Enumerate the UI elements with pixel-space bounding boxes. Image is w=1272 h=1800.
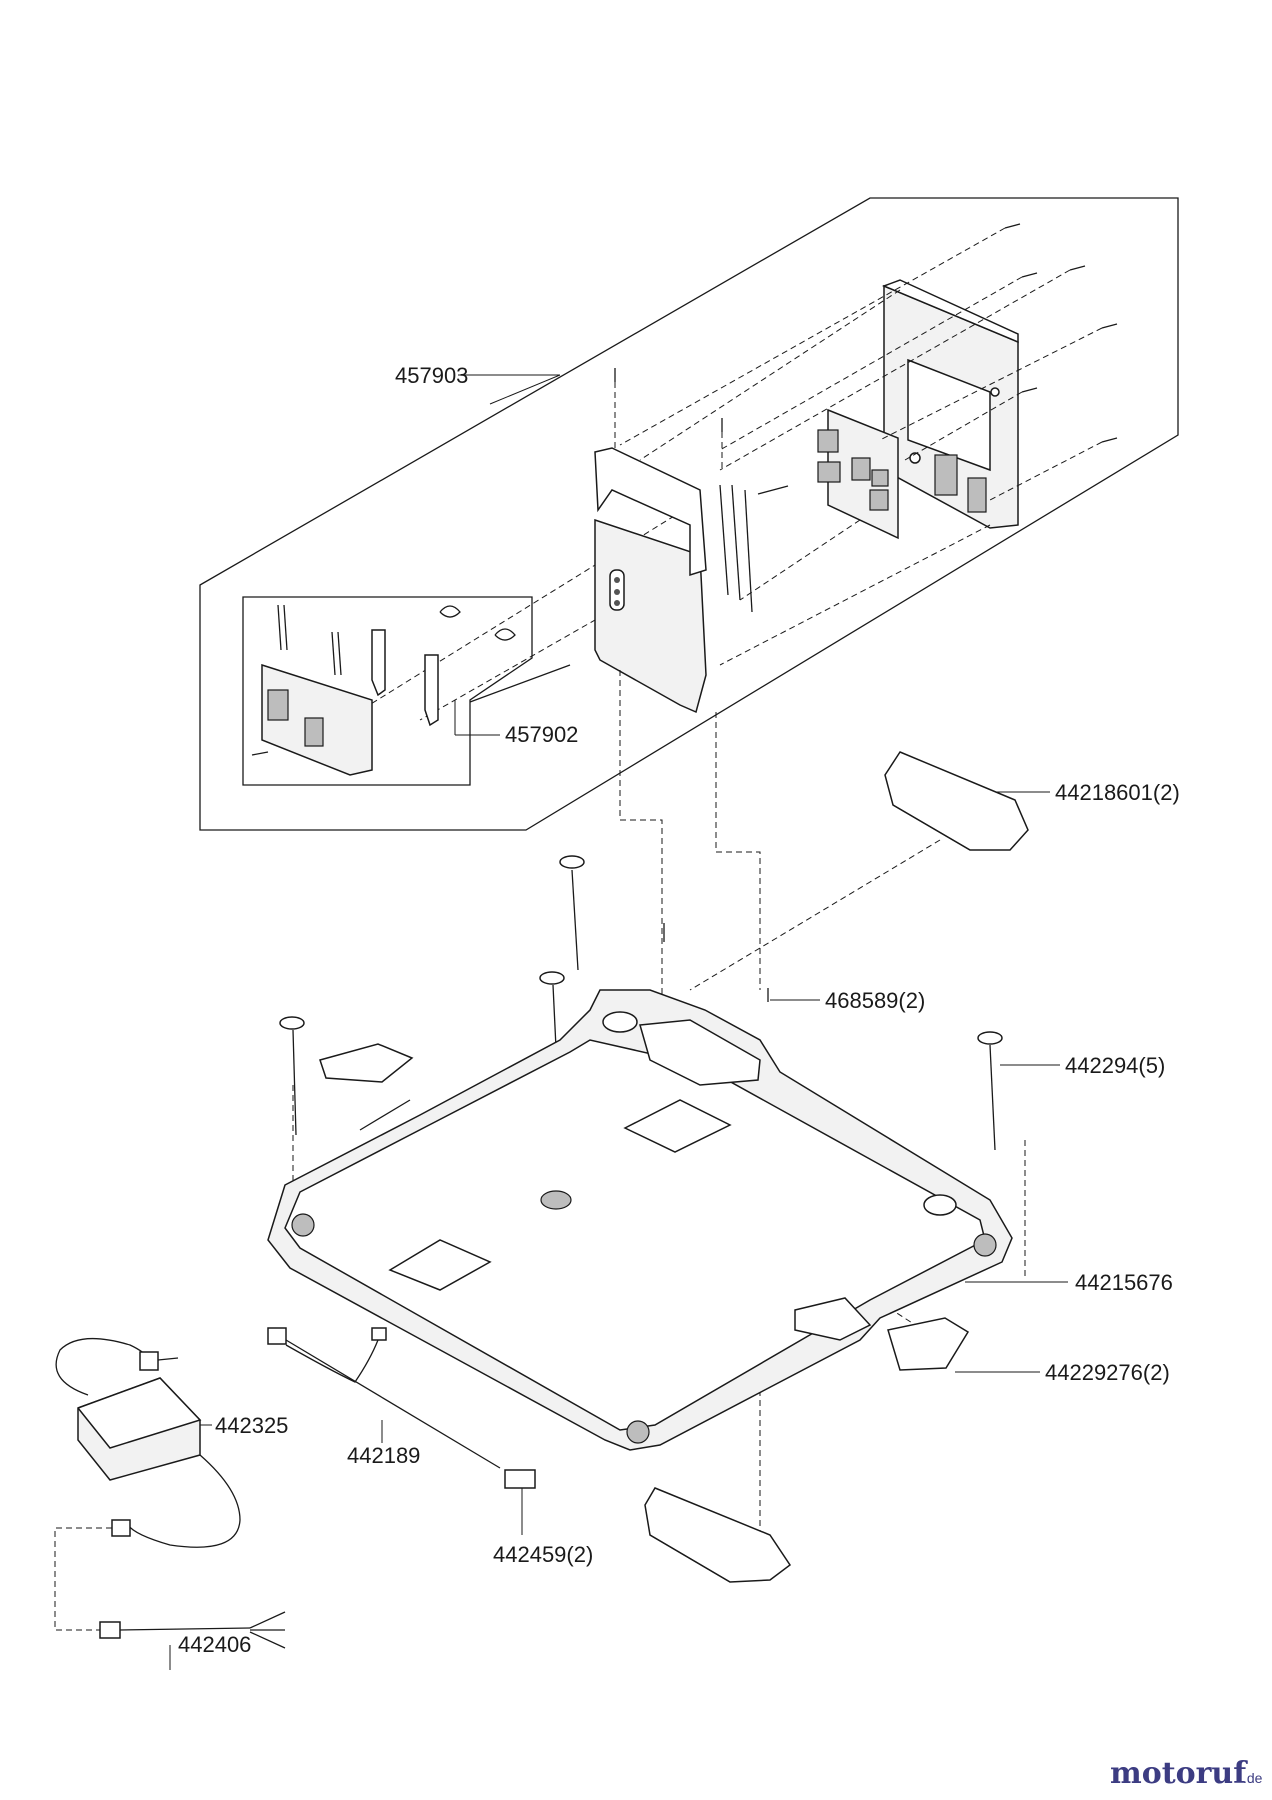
part-label-442406: 442406 [178,1632,251,1657]
part-label-442294: 442294(5) [1065,1053,1165,1078]
part-label-44218601: 44218601(2) [1055,780,1180,805]
part-label-442459: 442459(2) [493,1542,593,1567]
part-number-labels: 457903 457902 44218601(2) 468589(2) 4422… [178,363,1180,1657]
charging-station-assembly-frame [199,197,1179,831]
motoruf-watermark: motoruf .de [1110,1756,1263,1791]
part-label-457903: 457903 [395,363,468,388]
connector-subassembly [251,604,571,776]
cover-piece-top [884,751,1029,851]
part-label-468589: 468589(2) [825,988,925,1013]
base-plate [267,989,1013,1451]
extension-cable [99,1611,286,1649]
screws-back-plate [614,223,1118,443]
cover-piece-bottom [644,1487,792,1583]
power-supply [54,1337,241,1631]
power-cable [267,1327,536,1489]
part-label-44215676: 44215676 [1075,1270,1173,1295]
part-label-442325: 442325 [215,1413,288,1438]
part-label-457902: 457902 [505,722,578,747]
part-label-44229276: 44229276(2) [1045,1360,1170,1385]
circuit-board [817,408,899,540]
front-housing [594,447,789,714]
watermark-brand: motoruf [1110,1756,1248,1791]
back-plate-bracket [881,279,1019,529]
part-label-442189: 442189 [347,1443,420,1468]
watermark-tld: .de [1243,1770,1263,1786]
